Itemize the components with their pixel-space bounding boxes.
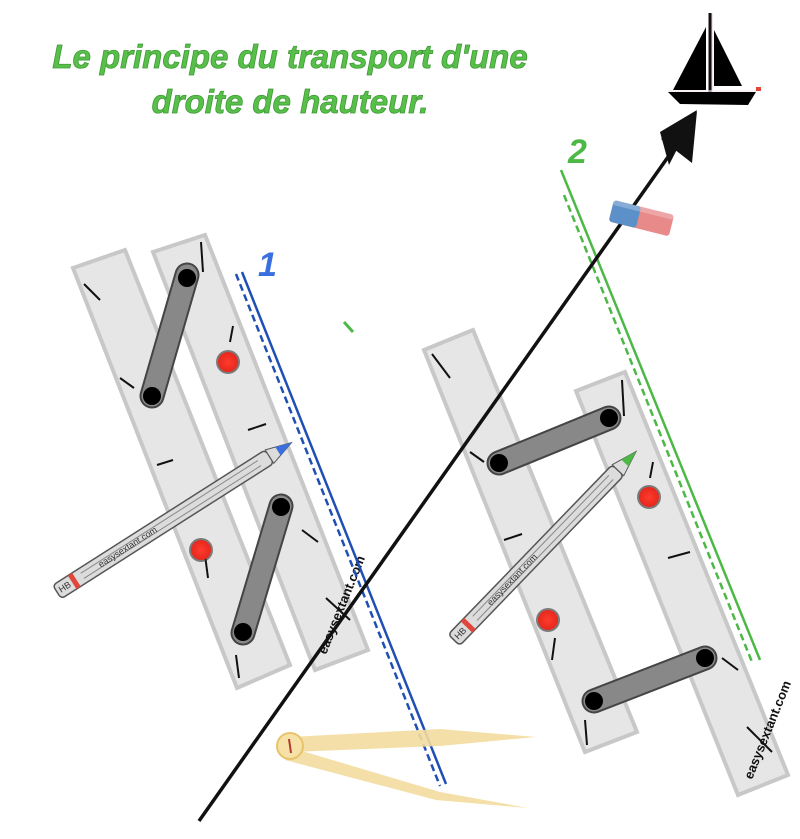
dividers-icon [276, 729, 536, 808]
ruler-2b: easysextant.com [573, 369, 794, 798]
red-pivot-icon [536, 608, 560, 632]
step-1-label: 1 [258, 246, 277, 284]
ruler-link-bar [581, 645, 718, 714]
green-tick-mark [342, 320, 355, 334]
sailboat-icon [668, 13, 761, 105]
position-line-1 [234, 271, 448, 787]
title-line-2: droite de hauteur. [152, 83, 429, 120]
step-2-label: 2 [567, 133, 587, 171]
red-pivot-icon [637, 485, 661, 509]
ruler-link-bar [486, 405, 622, 476]
title-line-1: Le principe du transport d'une [52, 38, 527, 75]
ruler-2a [421, 327, 640, 755]
position-line-2 [559, 169, 762, 663]
red-pivot-icon [216, 350, 240, 374]
bearing-line [197, 110, 697, 823]
eraser-icon [609, 200, 674, 236]
ruler-link-bar [139, 262, 200, 409]
ruler-link-bar [230, 493, 294, 646]
red-pivot-icon [189, 538, 213, 562]
pencil-1-brand: easysextant.com [96, 525, 158, 570]
